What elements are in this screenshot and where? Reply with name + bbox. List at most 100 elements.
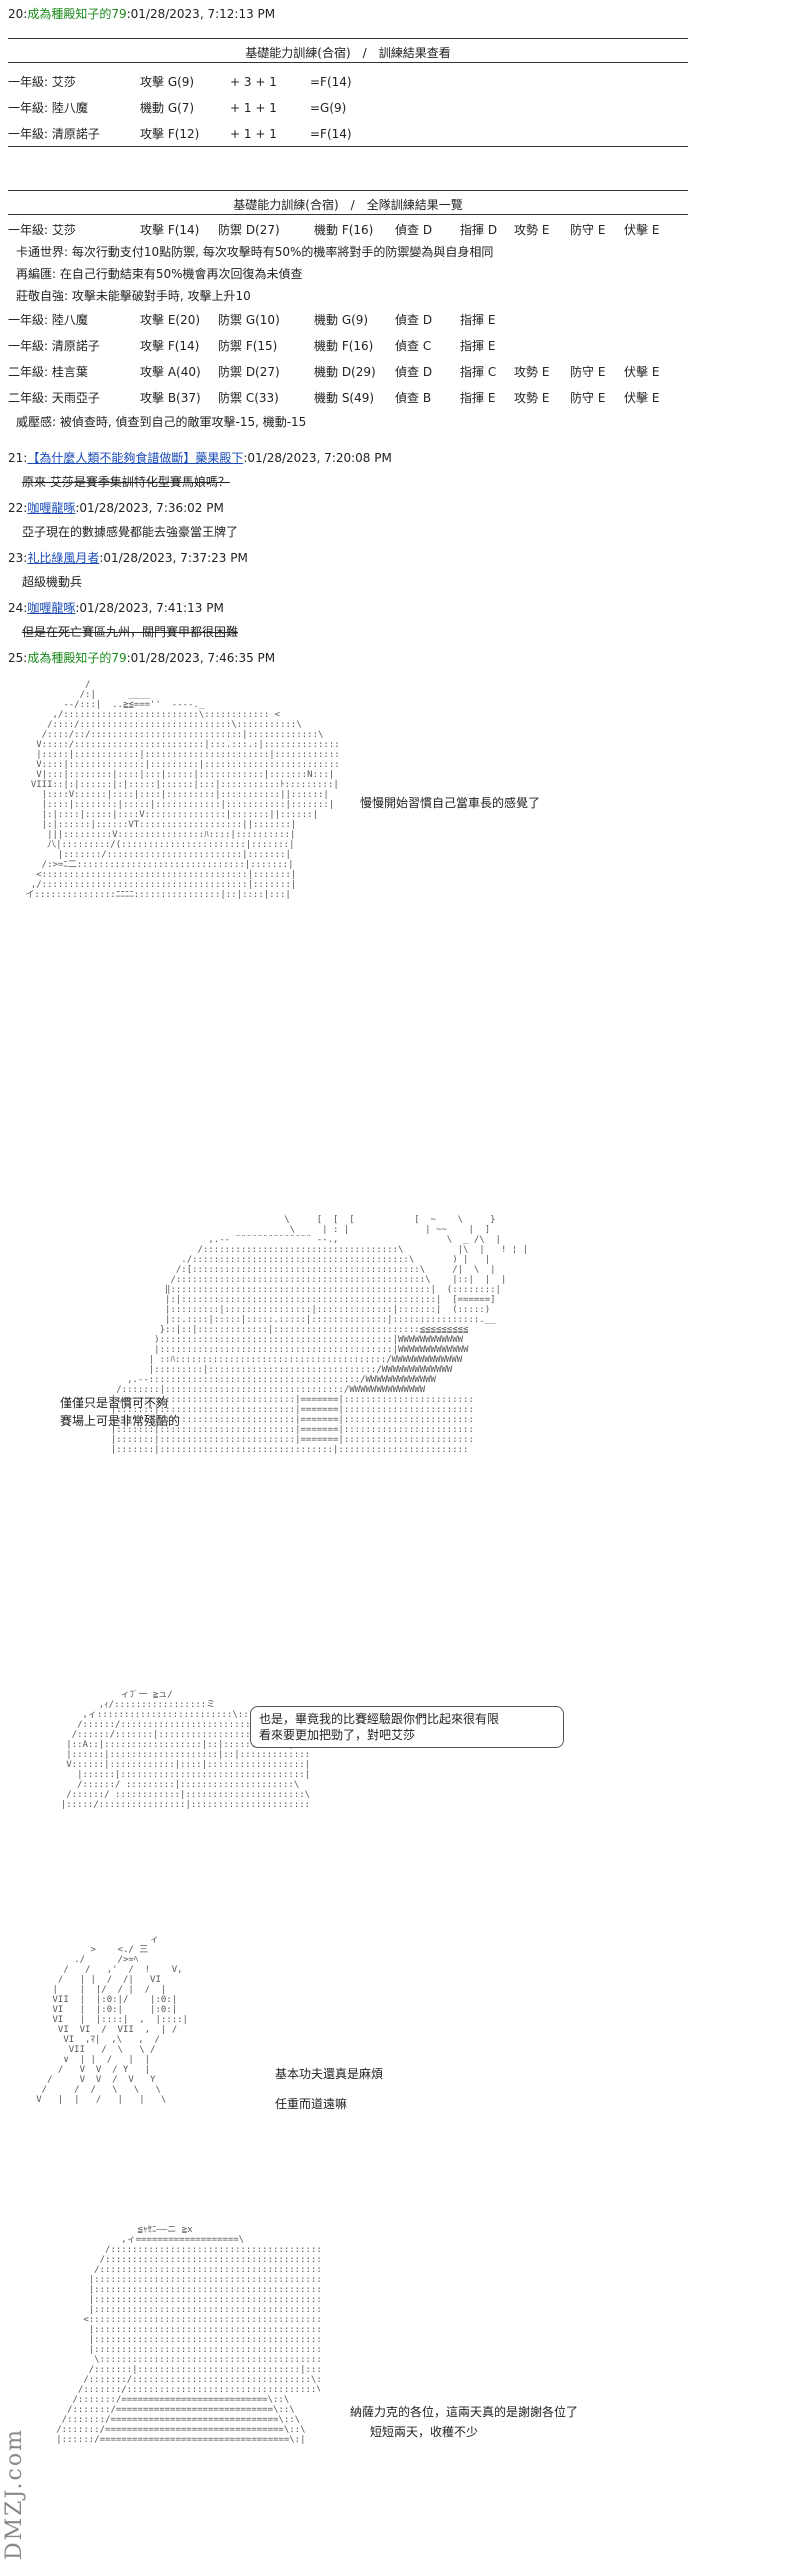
row-stat: 攻擊 F(12) (140, 127, 200, 141)
ascii-art-character-3: ィﾌﾞ一 ≧ュ/ ,ｨ/:::::::::::::::::ミ ,ィ:::::::… (60, 1690, 310, 1810)
row-command: 指揮 D (460, 223, 498, 237)
row-mobility: 機動 D(29) (314, 365, 376, 379)
skill-note: 再編匯: 在自己行動結束有50%機會再次回復為未偵查 (16, 267, 303, 281)
dialogue-line: 短短兩天，收穫不少 (370, 2425, 479, 2439)
site-logo: DMZJ.com (2, 2428, 42, 2560)
table1-title: 基礎能力訓練(合宿) / 訓練結果查看 (245, 46, 451, 60)
table1-bottom-rule (8, 146, 688, 147)
post-number: 23 (8, 551, 24, 565)
row-stat: 機動 G(7) (140, 101, 195, 115)
post-body-21: 原來 艾莎是賽季集訓特化型賽馬娘嗎？ (22, 475, 230, 489)
row-member: 一年級: 清原諾子 (8, 339, 100, 353)
row-member: 一年級: 陸八魔 (8, 101, 88, 115)
row-calc: + 1 + 1 (230, 127, 277, 141)
post-header-20: 20:成為種殿知子的79:01/28/2023, 7:12:13 PM (8, 7, 276, 21)
row-defense: 防禦 G(10) (218, 313, 280, 327)
dialogue-line: 納薩力克的各位，這兩天真的是謝謝各位了 (350, 2405, 579, 2419)
post-number: 24 (8, 601, 24, 615)
dialogue-line: 任重而道遠嘛 (275, 2097, 348, 2111)
table2-top-rule (8, 190, 688, 191)
post-date: 01/28/2023, 7:37:23 PM (103, 551, 248, 565)
skill-note: 莊敬自強: 攻擊未能擊破對手時, 攻擊上升10 (16, 289, 251, 303)
dialogue-line: 看來要更加把勁了，對吧艾莎 (259, 1728, 416, 1742)
row-calc: + 3 + 1 (230, 75, 277, 89)
row-member: 二年級: 天雨亞子 (8, 391, 100, 405)
post-date: 01/28/2023, 7:36:02 PM (79, 501, 224, 515)
poster-name[interactable]: 咖喱龍啄 (27, 501, 76, 515)
post-header-22: 22:咖喱龍啄:01/28/2023, 7:36:02 PM (8, 501, 224, 515)
dialogue-line: 基本功夫還真是麻煩 (275, 2067, 384, 2081)
post-body-23: 超級機動兵 (22, 575, 83, 589)
row-guard: 防守 E (570, 391, 606, 405)
dialogue-line: 慢慢開始習慣自己當車長的感覺了 (360, 796, 541, 810)
row-command: 指揮 C (460, 365, 497, 379)
row-ambush: 伏擊 E (624, 391, 660, 405)
row-offense: 攻勢 E (514, 223, 550, 237)
post-header-24: 24:咖喱龍啄:01/28/2023, 7:41:13 PM (8, 601, 224, 615)
post-date: 01/28/2023, 7:41:13 PM (79, 601, 224, 615)
post-number: 25 (8, 651, 24, 665)
ascii-art-character-4: ィ > <./ 三 ./ />=ﾍ / / ,' / ! V, / | | / … (36, 1935, 188, 2105)
row-attack: 攻擊 B(37) (140, 391, 201, 405)
row-member: 一年級: 陸八魔 (8, 313, 88, 327)
poster-name[interactable]: 咖喱龍啄 (27, 601, 76, 615)
row-result: =F(14) (310, 75, 352, 89)
post-number: 22 (8, 501, 24, 515)
row-mobility: 機動 G(9) (314, 313, 369, 327)
row-calc: + 1 + 1 (230, 101, 277, 115)
table2-footnote: 威壓感: 被偵查時, 偵查到自己的敵軍攻擊-15, 機動-15 (16, 415, 307, 429)
table1-top-rule (8, 38, 688, 39)
row-ambush: 伏擊 E (624, 365, 660, 379)
table2-title-rule (8, 214, 688, 215)
dialogue-line: 僅僅只是習慣可不夠 (60, 1396, 169, 1410)
row-stat: 攻擊 G(9) (140, 75, 195, 89)
post-number: 20 (8, 7, 24, 21)
row-mobility: 機動 S(49) (314, 391, 375, 405)
post-body-22: 亞子現在的數據感覺都能去強豪當王牌了 (22, 525, 239, 539)
dialogue-line: 賽場上可是非常殘酷的 (60, 1414, 181, 1428)
row-scout: 偵查 C (395, 339, 432, 353)
dialogue-line: 也是，畢竟我的比賽經驗跟你們比起來很有限 (259, 1712, 500, 1726)
row-guard: 防守 E (570, 365, 606, 379)
row-offense: 攻勢 E (514, 391, 550, 405)
row-ambush: 伏擊 E (624, 223, 660, 237)
post-header-23: 23:礼比綠風月者:01/28/2023, 7:37:23 PM (8, 551, 248, 565)
row-attack: 攻擊 E(20) (140, 313, 201, 327)
row-member: 二年級: 桂言葉 (8, 365, 88, 379)
row-defense: 防禦 F(15) (218, 339, 278, 353)
row-scout: 偵查 D (395, 223, 433, 237)
poster-name[interactable]: 成為種殿知子的79 (27, 7, 127, 21)
row-guard: 防守 E (570, 223, 606, 237)
table1-title-rule (8, 62, 688, 63)
logo-text: DMZJ.com (2, 2428, 27, 2560)
ascii-art-character-2: \ [ [ [ [ ~ \ } \ | : | | ~~ | ] ,.-- ¨¨… (110, 1215, 529, 1455)
post-date: 01/28/2023, 7:46:35 PM (130, 651, 276, 665)
row-defense: 防禦 C(33) (218, 391, 279, 405)
speech-bubble: 也是，畢竟我的比賽經驗跟你們比起來很有限 看來要更加把勁了，對吧艾莎 (250, 1706, 564, 1748)
row-mobility: 機動 F(16) (314, 339, 374, 353)
poster-name[interactable]: 【為什麼人類不能夠食譜做斷】藥果殿下 (27, 451, 244, 465)
poster-name[interactable]: 成為種殿知子的79 (27, 651, 127, 665)
row-member: 一年級: 艾莎 (8, 75, 76, 89)
row-attack: 攻擊 A(40) (140, 365, 201, 379)
post-number: 21 (8, 451, 24, 465)
row-command: 指揮 E (460, 313, 496, 327)
row-result: =F(14) (310, 127, 352, 141)
table2-title: 基礎能力訓練(合宿) / 全隊訓練結果一覽 (233, 198, 463, 212)
post-date: 01/28/2023, 7:12:13 PM (130, 7, 276, 21)
row-member: 一年級: 艾莎 (8, 223, 76, 237)
post-date: 01/28/2023, 7:20:08 PM (247, 451, 392, 465)
poster-name[interactable]: 礼比綠風月者 (27, 551, 100, 565)
row-scout: 偵查 B (395, 391, 432, 405)
row-scout: 偵查 D (395, 365, 433, 379)
row-attack: 攻擊 F(14) (140, 223, 200, 237)
row-command: 指揮 E (460, 391, 496, 405)
row-command: 指揮 E (460, 339, 496, 353)
row-member: 一年級: 清原諾子 (8, 127, 100, 141)
row-offense: 攻勢 E (514, 365, 550, 379)
post-body-24: 但是在死亡賽區九州，關門賽甲都很困難 (22, 625, 239, 639)
post-header-21: 21:【為什麼人類不能夠食譜做斷】藥果殿下:01/28/2023, 7:20:0… (8, 451, 392, 465)
row-defense: 防禦 D(27) (218, 365, 280, 379)
skill-note: 卡通世界: 每次行動支付10點防禦, 每次攻擊時有50%的機率將對手的防禦變為與… (16, 245, 494, 259)
ascii-art-character-5: ≦ｬｾﾆ——ニ ≧x ,ィ===================\ /:::::… (56, 2225, 320, 2445)
